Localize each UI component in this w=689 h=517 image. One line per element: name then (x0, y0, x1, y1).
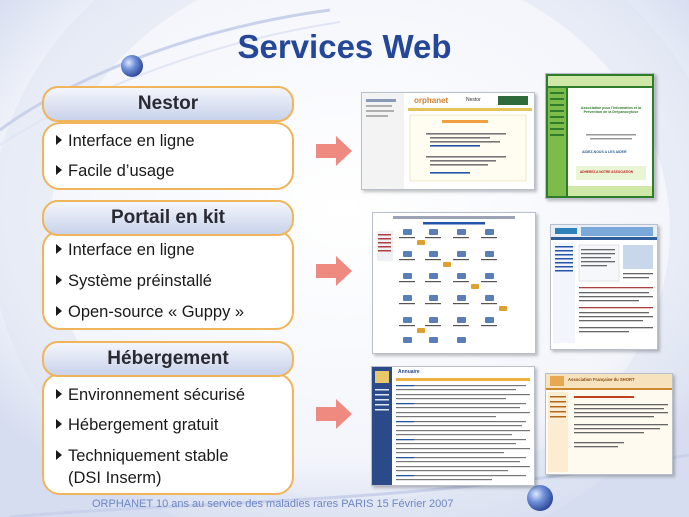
list-item-text: Open-source « Guppy » (68, 303, 245, 321)
portal-site-screenshot (550, 224, 658, 350)
hosting-directory-heading: Annuaire (398, 369, 420, 375)
list-item: Open-source « Guppy » (56, 303, 244, 322)
decorative-sphere-top (121, 55, 143, 77)
footer-text: ORPHANET 10 ans au service des maladies … (92, 498, 454, 510)
list-item-text: Hébergement gratuit (68, 416, 219, 434)
bullet-triangle-icon (56, 244, 62, 254)
arrow-right-icon (316, 256, 352, 286)
nestor-site-preview (362, 93, 534, 189)
section-hebergement-body: Environnement sécurisé Hébergement gratu… (42, 373, 294, 495)
section-portail-body: Interface en ligne Système préinstallé O… (42, 230, 294, 330)
list-item-text: Interface en ligne (68, 132, 195, 150)
hosted-association-screenshot: Association Française du SHORT (545, 373, 673, 475)
list-item-text: Interface en ligne (68, 241, 195, 259)
bullet-triangle-icon (56, 135, 62, 145)
association-site-cta-join: ADHEREZ A NOTRE ASSOCIATION (580, 170, 634, 174)
section-hebergement: Environnement sécurisé Hébergement gratu… (42, 341, 294, 495)
section-portail-heading: Portail en kit (42, 200, 294, 236)
section-nestor: Interface en ligne Facile d’usage Nestor (42, 86, 294, 190)
list-item: Interface en ligne (56, 241, 195, 260)
list-item-text: Environnement sécurisé (68, 386, 246, 404)
association-site-title: Association pour l'Information et la Pré… (580, 106, 642, 115)
association-site-preview (546, 74, 654, 198)
section-nestor-heading: Nestor (42, 86, 294, 122)
bullet-triangle-icon (56, 419, 62, 429)
nestor-site-screenshot: orphanet Nestor (361, 92, 535, 190)
section-portail: Interface en ligne Système préinstallé O… (42, 200, 294, 330)
nestor-logo-text: orphanet (414, 96, 449, 105)
list-item: Facile d’usage (56, 162, 174, 181)
list-item: Système préinstallé (56, 272, 212, 291)
bullet-triangle-icon (56, 389, 62, 399)
association-site-cta: AIDEZ-NOUS A LES AIDER (582, 150, 627, 154)
page-title: Services Web (237, 28, 452, 65)
hosting-directory-preview (372, 367, 534, 485)
list-item: Hébergement gratuit (56, 416, 218, 435)
association-site-screenshot: Association pour l'Information et la Pré… (545, 73, 655, 199)
list-item-text: Système préinstallé (68, 272, 212, 290)
list-item-text: Techniquement stable (68, 447, 229, 465)
arrow-right-icon (316, 136, 352, 166)
decorative-sphere-bottom (527, 485, 553, 511)
arrow-right-icon (316, 399, 352, 429)
bullet-triangle-icon (56, 306, 62, 316)
portal-kit-screenshot (372, 212, 536, 354)
list-item-text: Facile d’usage (68, 162, 175, 180)
section-nestor-body: Interface en ligne Facile d’usage (42, 122, 294, 190)
list-item: Environnement sécurisé (56, 386, 245, 405)
hosting-directory-screenshot: Annuaire (371, 366, 535, 486)
portal-kit-preview (373, 213, 535, 353)
bullet-triangle-icon (56, 275, 62, 285)
nestor-subtitle-text: Nestor (466, 97, 481, 103)
list-item-continuation: (DSI Inserm) (68, 469, 162, 488)
section-hebergement-heading: Hébergement (42, 341, 294, 377)
hosted-association-title: Association Française du SHORT (568, 377, 635, 382)
list-item: Techniquement stable (56, 447, 229, 466)
hosted-association-preview (546, 374, 672, 474)
bullet-triangle-icon (56, 450, 62, 460)
list-item: Interface en ligne (56, 132, 195, 151)
bullet-triangle-icon (56, 165, 62, 175)
portal-site-preview (551, 225, 657, 349)
list-item-text: (DSI Inserm) (68, 469, 162, 487)
